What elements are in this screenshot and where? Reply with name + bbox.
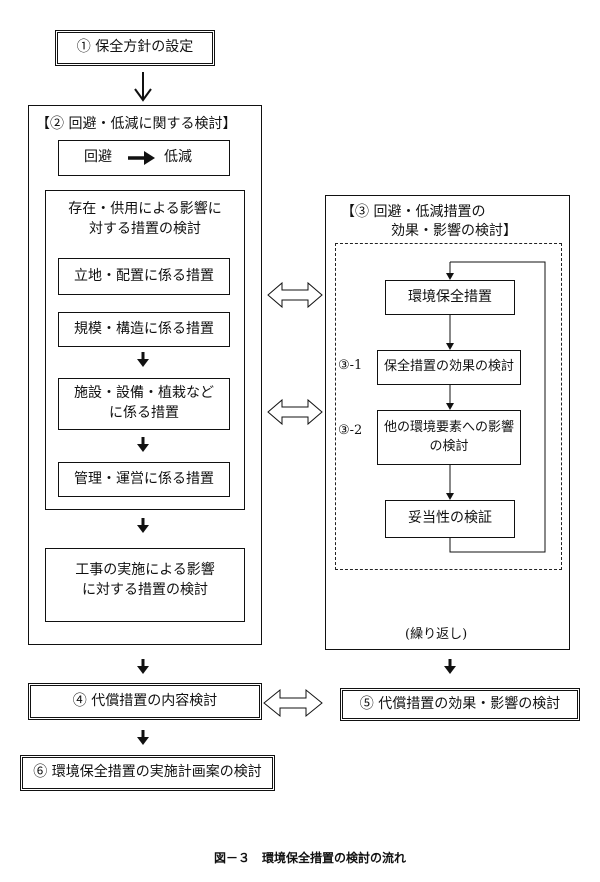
down-arrow-policy xyxy=(134,72,152,102)
existence-title-line1: 存在・供用による影響に xyxy=(68,201,222,217)
compensation-label: ④ 代償措置の内容検討 xyxy=(72,692,218,709)
management-measure-label: 管理・運営に係る措置 xyxy=(74,470,214,487)
validity-box: 妥当性の検証 xyxy=(385,500,515,538)
scale-measure-box: 規模・構造に係る措置 xyxy=(58,312,230,347)
double-arrow-icon-compensation xyxy=(263,688,323,718)
repeat-loop-frame xyxy=(335,243,562,570)
effect-review-title-line2: 効果・影響の検討】 xyxy=(391,223,517,239)
compensation-effect-box: ⑤ 代償措置の効果・影響の検討 xyxy=(340,688,580,721)
location-measure-box: 立地・配置に係る措置 xyxy=(58,258,230,295)
down-arrow-left-to-compensation xyxy=(137,659,149,674)
compensation-box: ④ 代償措置の内容検討 xyxy=(28,683,262,720)
double-arrow-icon-lower xyxy=(267,398,323,426)
conservation-measure-box: 環境保全措置 xyxy=(385,280,515,315)
avoid-label: 回避 xyxy=(84,149,112,165)
location-measure-label: 立地・配置に係る措置 xyxy=(74,267,214,284)
conservation-measure-label: 環境保全措置 xyxy=(408,288,492,305)
existence-title: 存在・供用による影響に 対する措置の検討 xyxy=(45,200,245,239)
construction-line1: 工事の実施による影響 xyxy=(75,562,215,578)
existence-frame xyxy=(45,190,245,510)
down-arrow-right-to-compensation-effect xyxy=(444,659,456,674)
compensation-effect-label: ⑤ 代償措置の効果・影響の検討 xyxy=(359,695,561,712)
figure-caption: 図－３ 環境保全措置の検討の流れ xyxy=(213,851,406,865)
facility-measure-box: 施設・設備・植栽など に係る措置 xyxy=(58,378,230,430)
facility-measure-line2: に係る措置 xyxy=(109,405,179,421)
step1-label: ③-1 xyxy=(338,358,363,373)
validity-label: 妥当性の検証 xyxy=(408,510,492,527)
scale-measure-label: 規模・構造に係る措置 xyxy=(74,320,214,337)
facility-measure-line1: 施設・設備・植栽など xyxy=(74,385,214,402)
reduce-label: 低減 xyxy=(164,149,192,165)
down-arrow-compensation-to-plan xyxy=(137,730,149,745)
plan-label: ⑥ 環境保全措置の実施計画案の検討 xyxy=(33,764,262,781)
avoid-reduce-box xyxy=(58,140,230,176)
construction-line2: に対する措置の検討 xyxy=(82,581,208,598)
step2-box: 他の環境要素への影響 の検討 xyxy=(377,410,521,465)
step1-text: 保全措置の効果の検討 xyxy=(383,359,514,375)
repeat-label: (繰り返し) xyxy=(405,627,468,642)
effect-review-title-line1: 【③ 回避・低減措置の xyxy=(341,204,486,220)
management-measure-box: 管理・運営に係る措置 xyxy=(58,462,230,497)
step2-text-line2: の検討 xyxy=(429,438,469,454)
step1-box: 保全措置の効果の検討 xyxy=(377,350,521,385)
effect-review-frame xyxy=(325,195,570,650)
avoid-reduce-review-frame xyxy=(28,105,262,645)
plan-box: ⑥ 環境保全措置の実施計画案の検討 xyxy=(20,755,275,791)
construction-box: 工事の実施による影響 に対する措置の検討 xyxy=(45,548,245,622)
policy-box: ① 保全方針の設定 xyxy=(55,30,215,66)
step2-label: ③-2 xyxy=(338,423,363,438)
double-arrow-icon-upper xyxy=(267,281,323,309)
existence-title-line2: 対する措置の検討 xyxy=(89,220,201,237)
step2-text-line1: 他の環境要素への影響 xyxy=(383,420,514,436)
policy-label: ① 保全方針の設定 xyxy=(76,39,194,56)
avoid-reduce-review-title: 【② 回避・低減に関する検討】 xyxy=(36,116,237,132)
